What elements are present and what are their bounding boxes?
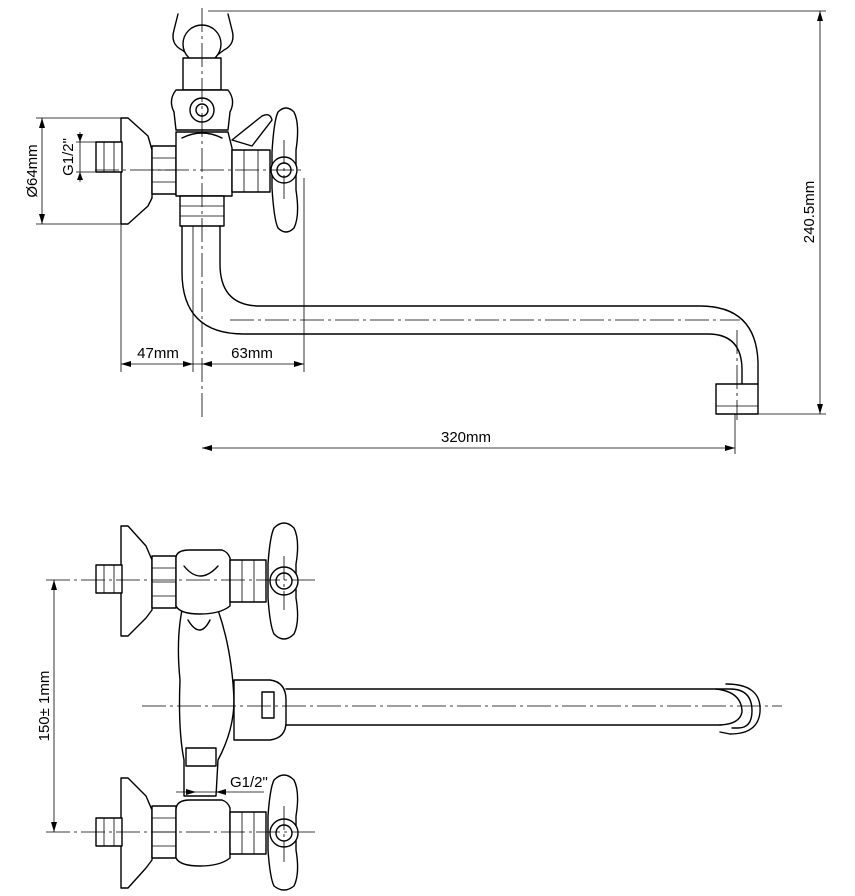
lower-cross-handle bbox=[267, 774, 299, 891]
offset-63-label: 63mm bbox=[231, 345, 273, 362]
diverter-lever bbox=[231, 113, 273, 147]
dimension-flange-diameter: Ø64mm bbox=[24, 117, 121, 225]
wall-flange bbox=[95, 117, 153, 225]
dimension-thread-bottom: G1/2" bbox=[176, 774, 268, 795]
front-spout bbox=[233, 679, 761, 741]
valve-body bbox=[175, 131, 271, 227]
body-collar bbox=[185, 747, 217, 767]
dimension-center-distance: 150± 1mm bbox=[36, 580, 57, 832]
front-centerlines bbox=[46, 556, 782, 862]
thread-bottom-label: G1/2" bbox=[230, 774, 268, 791]
center-distance-label: 150± 1mm bbox=[36, 671, 53, 742]
upper-valve-assembly bbox=[95, 525, 267, 637]
upper-cross-handle bbox=[267, 522, 299, 640]
mixer-body bbox=[177, 609, 235, 797]
offset-47-label: 47mm bbox=[137, 345, 179, 362]
front-elevation-view: 150± 1mm G1/2" bbox=[36, 522, 782, 891]
dimension-offsets: 47mm 63mm bbox=[120, 178, 305, 372]
shower-holder bbox=[172, 13, 234, 91]
dimension-thread-top: G1/2" bbox=[60, 132, 96, 182]
total-height-label: 240.5mm bbox=[801, 181, 818, 244]
dimension-spout-reach: 320mm bbox=[202, 414, 736, 454]
lower-valve-assembly bbox=[95, 777, 267, 889]
dimension-total-height: 240.5mm bbox=[208, 10, 826, 415]
thread-top-label: G1/2" bbox=[60, 138, 77, 176]
flange-diameter-label: Ø64mm bbox=[24, 144, 41, 197]
spout-reach-label: 320mm bbox=[441, 429, 491, 446]
side-elevation-view: Ø64mm G1/2" 47mm 63mm bbox=[24, 8, 826, 454]
side-centerlines bbox=[95, 8, 740, 420]
body-detail bbox=[187, 619, 211, 631]
